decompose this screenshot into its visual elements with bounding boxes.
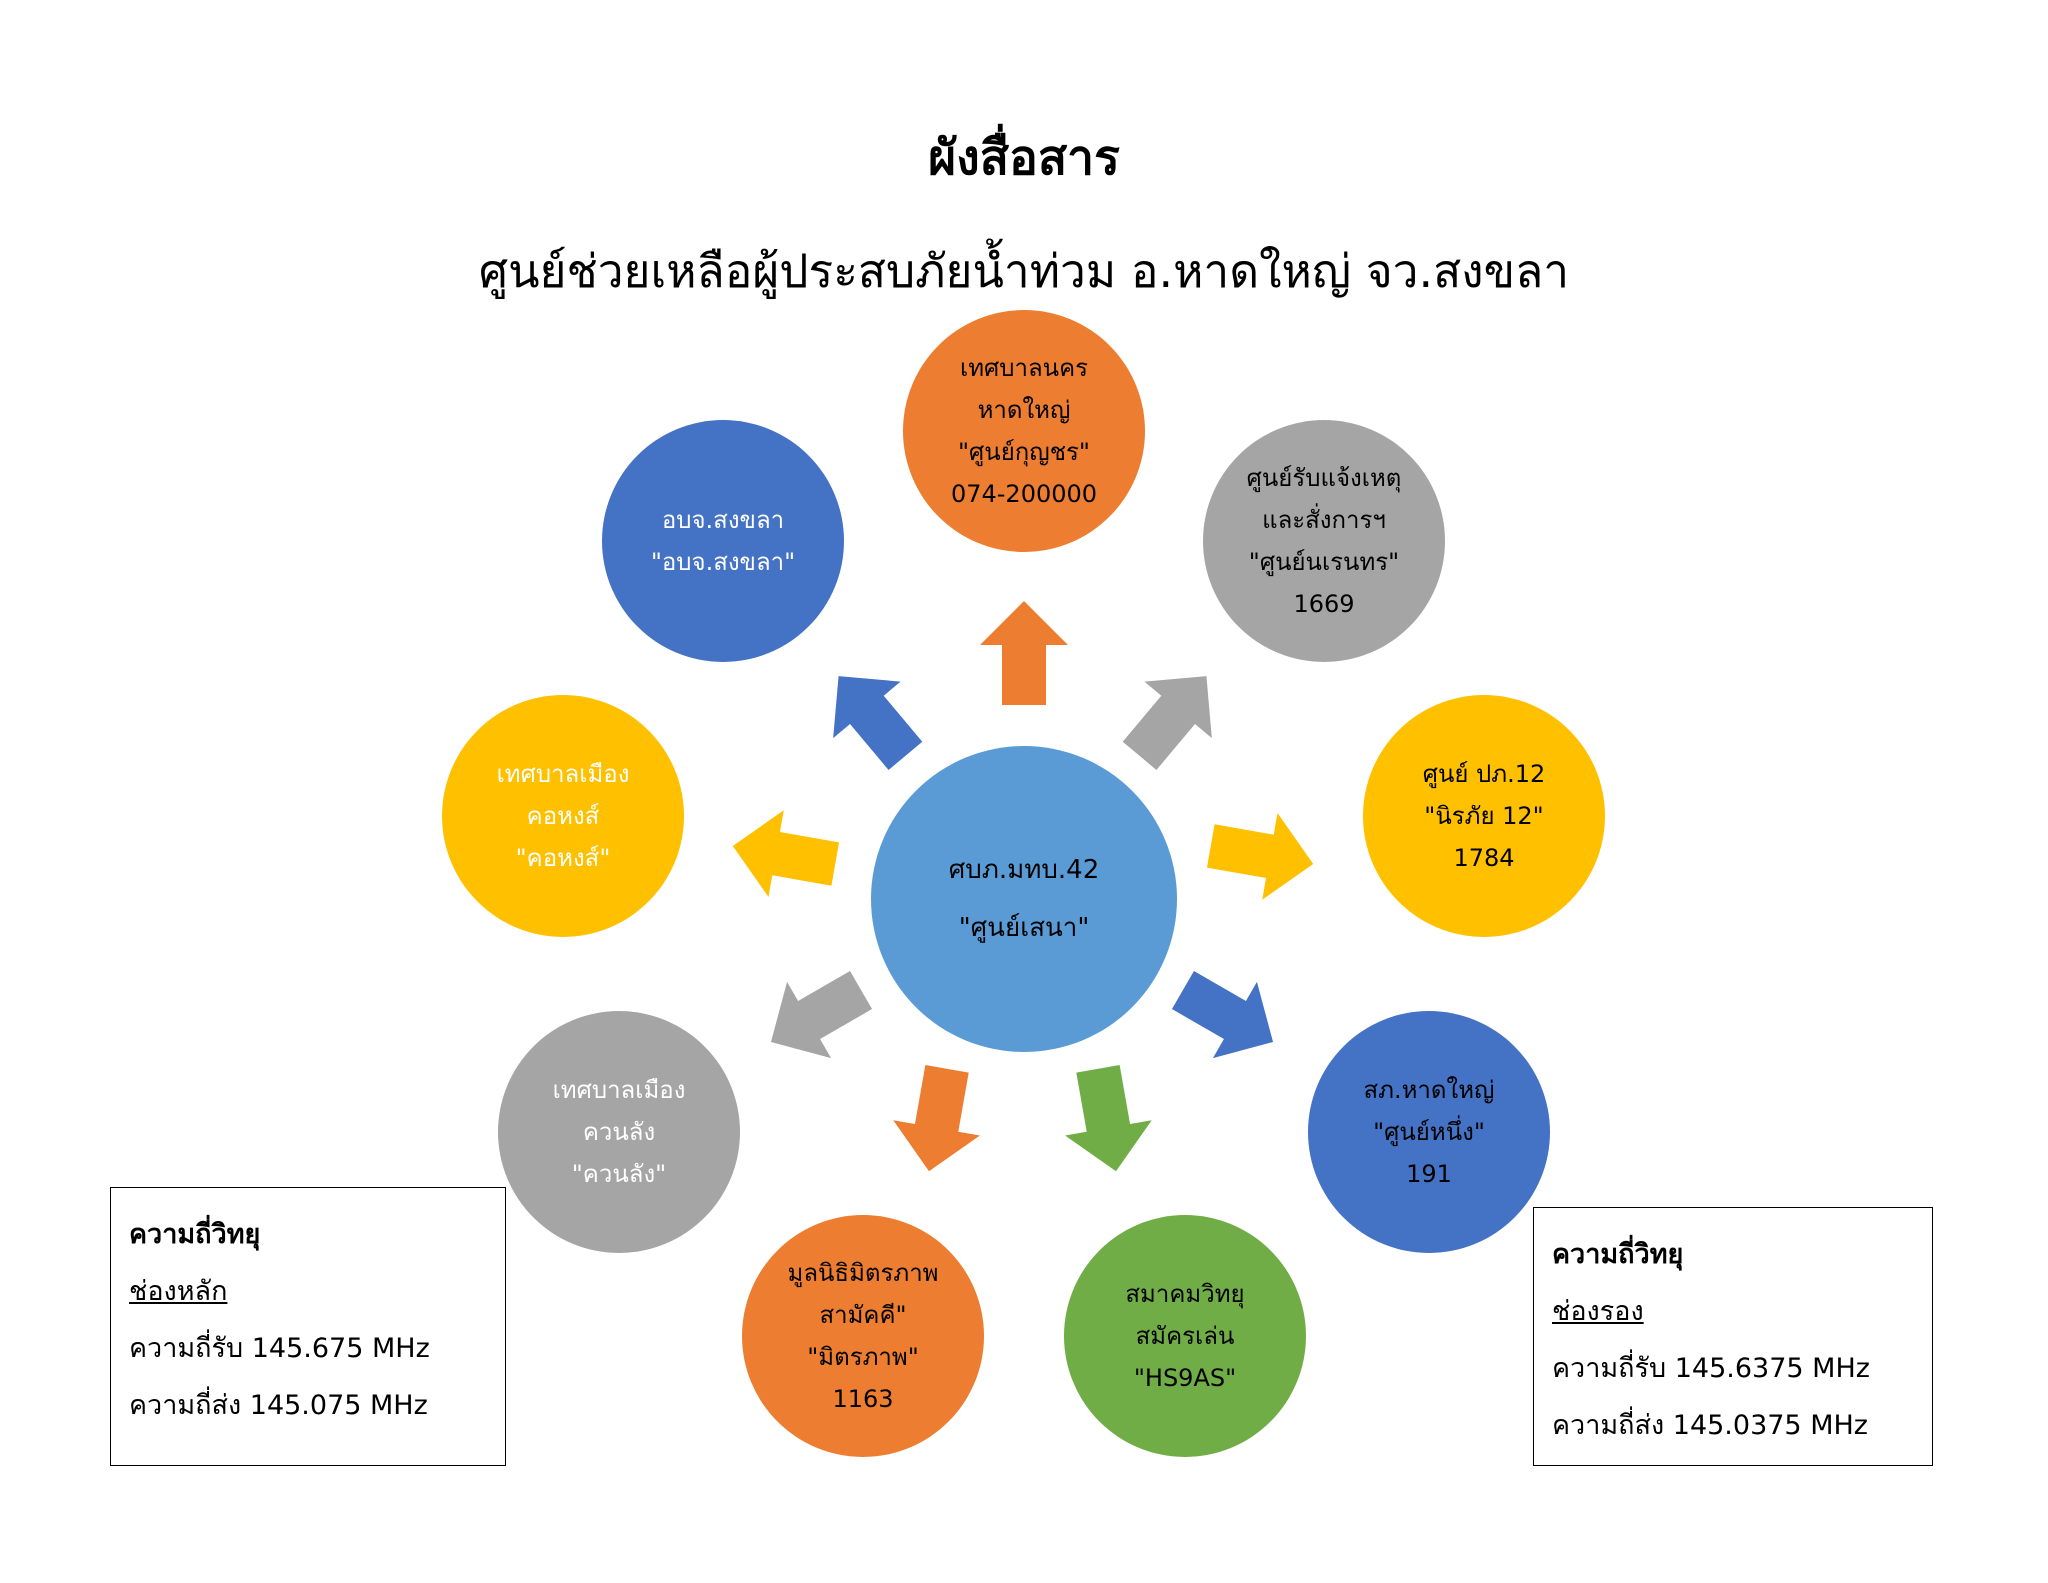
node-label-line: 191	[1406, 1160, 1452, 1188]
node-label-line: ศูนย์ ปภ.12	[1422, 760, 1546, 788]
node-top-right: ศูนย์รับแจ้งเหตุและสั่งการฯ "ศูนย์นเรนทร"…	[1203, 420, 1445, 662]
node-label-line: 1784	[1453, 844, 1515, 872]
node-label-line: "ศูนย์กุญชร"	[958, 438, 1090, 466]
node-label-line: หาดใหญ่	[977, 396, 1071, 424]
node-bottom-right: สมาคมวิทยุสมัครเล่น "HS9AS"	[1064, 1215, 1306, 1457]
node-bottom-left: มูลนิธิมิตรภาพสามัคคี" "มิตรภาพ" 1163	[742, 1215, 984, 1457]
arrow-icon	[1065, 1064, 1152, 1172]
node-right: ศูนย์ ปภ.12 "นิรภัย 12" 1784	[1363, 695, 1605, 937]
arrow-icon	[1206, 813, 1314, 900]
node-label-line: สมาคมวิทยุ	[1125, 1280, 1245, 1308]
node-label-line: "ศูนย์หนึ่ง"	[1373, 1118, 1485, 1146]
node-label-line: เทศบาลเมือง	[496, 760, 630, 788]
node-label-line: สมัครเล่น	[1135, 1322, 1235, 1350]
node-label-line: 1669	[1293, 590, 1355, 618]
arrow-icon	[833, 676, 923, 770]
arrow-icon	[732, 810, 840, 897]
node-center: ศบภ.มทบ.42 "ศูนย์เสนา"	[871, 746, 1177, 1052]
node-lower-left: เทศบาลเมืองควนลัง "ควนลัง"	[498, 1011, 740, 1253]
node-label-line: สภ.หาดใหญ่	[1363, 1076, 1495, 1104]
node-label-line: "อบจ.สงขลา"	[650, 548, 796, 576]
radio-channel: ช่องรอง	[1552, 1296, 1644, 1327]
arrow-icon	[980, 601, 1068, 705]
radio-box-primary: ความถี่วิทยุ ช่องหลัก ความถี่รับ 145.675…	[110, 1187, 506, 1466]
radio-heading: ความถี่วิทยุ	[129, 1219, 261, 1250]
node-label-line: และสั่งการฯ	[1262, 506, 1386, 534]
arrow-icon	[1171, 970, 1274, 1059]
node-label-line: 1163	[832, 1385, 894, 1413]
node-label-line: "นิรภัย 12"	[1424, 802, 1544, 830]
radio-channel: ช่องหลัก	[129, 1276, 228, 1307]
node-label-line: 074-200000	[950, 480, 1098, 508]
radio-heading: ความถี่วิทยุ	[1552, 1239, 1684, 1270]
arrow-icon	[1122, 676, 1212, 770]
radio-receive: ความถี่รับ 145.6375 MHz	[1552, 1353, 1870, 1384]
node-label-line: "HS9AS"	[1133, 1364, 1237, 1392]
node-label-line: มูลนิธิมิตรภาพ	[787, 1259, 939, 1287]
node-label-line: อบจ.สงขลา	[661, 506, 785, 534]
radio-transmit: ความถี่ส่ง 145.075 MHz	[129, 1390, 428, 1421]
radio-receive: ความถี่รับ 145.675 MHz	[129, 1333, 430, 1364]
diagram-title: ผังสื่อสาร	[928, 130, 1120, 186]
node-label-line: "ศูนย์เสนา"	[958, 913, 1090, 943]
node-label-line: "ควนลัง"	[571, 1160, 667, 1188]
node-top-left: อบจ.สงขลา "อบจ.สงขลา"	[602, 420, 844, 662]
node-label-line: "คอหงส์"	[515, 844, 611, 872]
node-label-line: "มิตรภาพ"	[807, 1343, 919, 1371]
node-label-line: ควนลัง	[582, 1118, 656, 1146]
diagram-subtitle: ศูนย์ช่วยเหลือผู้ประสบภัยน้ำท่วม อ.หาดให…	[478, 244, 1570, 298]
node-label-line: เทศบาลนคร	[959, 354, 1089, 382]
node-label-line: คอหงส์	[526, 802, 600, 830]
radio-transmit: ความถี่ส่ง 145.0375 MHz	[1552, 1410, 1868, 1441]
radio-box-secondary: ความถี่วิทยุ ช่องรอง ความถี่รับ 145.6375…	[1533, 1207, 1933, 1466]
node-left: เทศบาลเมืองคอหงส์ "คอหงส์"	[442, 695, 684, 937]
node-label-line: สามัคคี"	[819, 1301, 907, 1329]
node-label-line: เทศบาลเมือง	[552, 1076, 686, 1104]
node-label-line: "ศูนย์นเรนทร"	[1248, 548, 1400, 576]
node-label-line: ศบภ.มทบ.42	[948, 855, 1100, 885]
arrow-icon	[893, 1064, 980, 1172]
node-lower-right: สภ.หาดใหญ่ "ศูนย์หนึ่ง" 191	[1308, 1011, 1550, 1253]
node-top: เทศบาลนครหาดใหญ่ "ศูนย์กุญชร" 074-200000	[903, 310, 1145, 552]
node-label-line: ศูนย์รับแจ้งเหตุ	[1246, 464, 1402, 492]
arrow-icon	[770, 970, 873, 1059]
